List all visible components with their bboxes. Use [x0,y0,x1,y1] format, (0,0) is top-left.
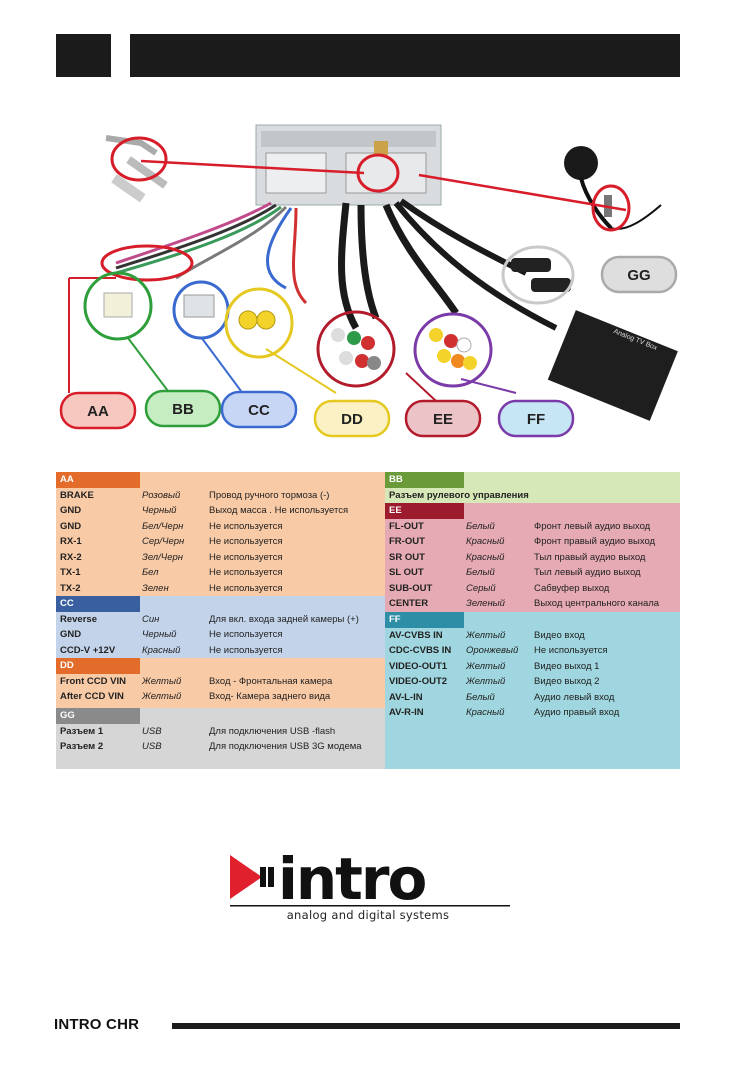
callout-dd: DD [313,399,391,438]
section-bb: BB Разъем рулевого управления [385,472,680,503]
section-dd-title: DD [60,660,74,671]
svg-text:EE: EE [433,411,453,428]
logo-tagline: analog and digital systems [287,908,450,922]
section-aa-title: AA [60,474,74,485]
svg-text:CC: CC [248,402,270,419]
svg-text:AA: AA [87,403,109,420]
logo-wordmark: intro [278,853,426,913]
svg-text:DD: DD [341,411,363,428]
svg-text:BB: BB [172,401,194,418]
callout-gg: GG [600,255,678,294]
intro-logo: intro analog and digital systems [230,853,510,922]
section-ee-title: EE [389,505,402,516]
header-bar [130,34,680,77]
svg-text:FF: FF [527,411,545,428]
callout-bb: BB [144,389,222,428]
svg-text:GG: GG [627,267,650,284]
footer-bar [172,1023,680,1029]
section-bb-title: BB [389,474,403,485]
callout-ff: FF [497,399,575,438]
section-gg-title: GG [60,710,75,721]
header-square [56,34,111,77]
wiring-diagram-photo: Analog TV Box AA BB CC DD EE FF [56,113,680,458]
callout-ee: EE [404,399,482,438]
callout-cc: CC [220,390,298,429]
section-ff-title: FF [389,614,401,625]
section-cc-title: CC [60,598,74,609]
footer-model: INTRO CHR [54,1016,140,1033]
callout-aa: AA [59,391,137,430]
table-row: Разъем рулевого управления [389,489,529,501]
